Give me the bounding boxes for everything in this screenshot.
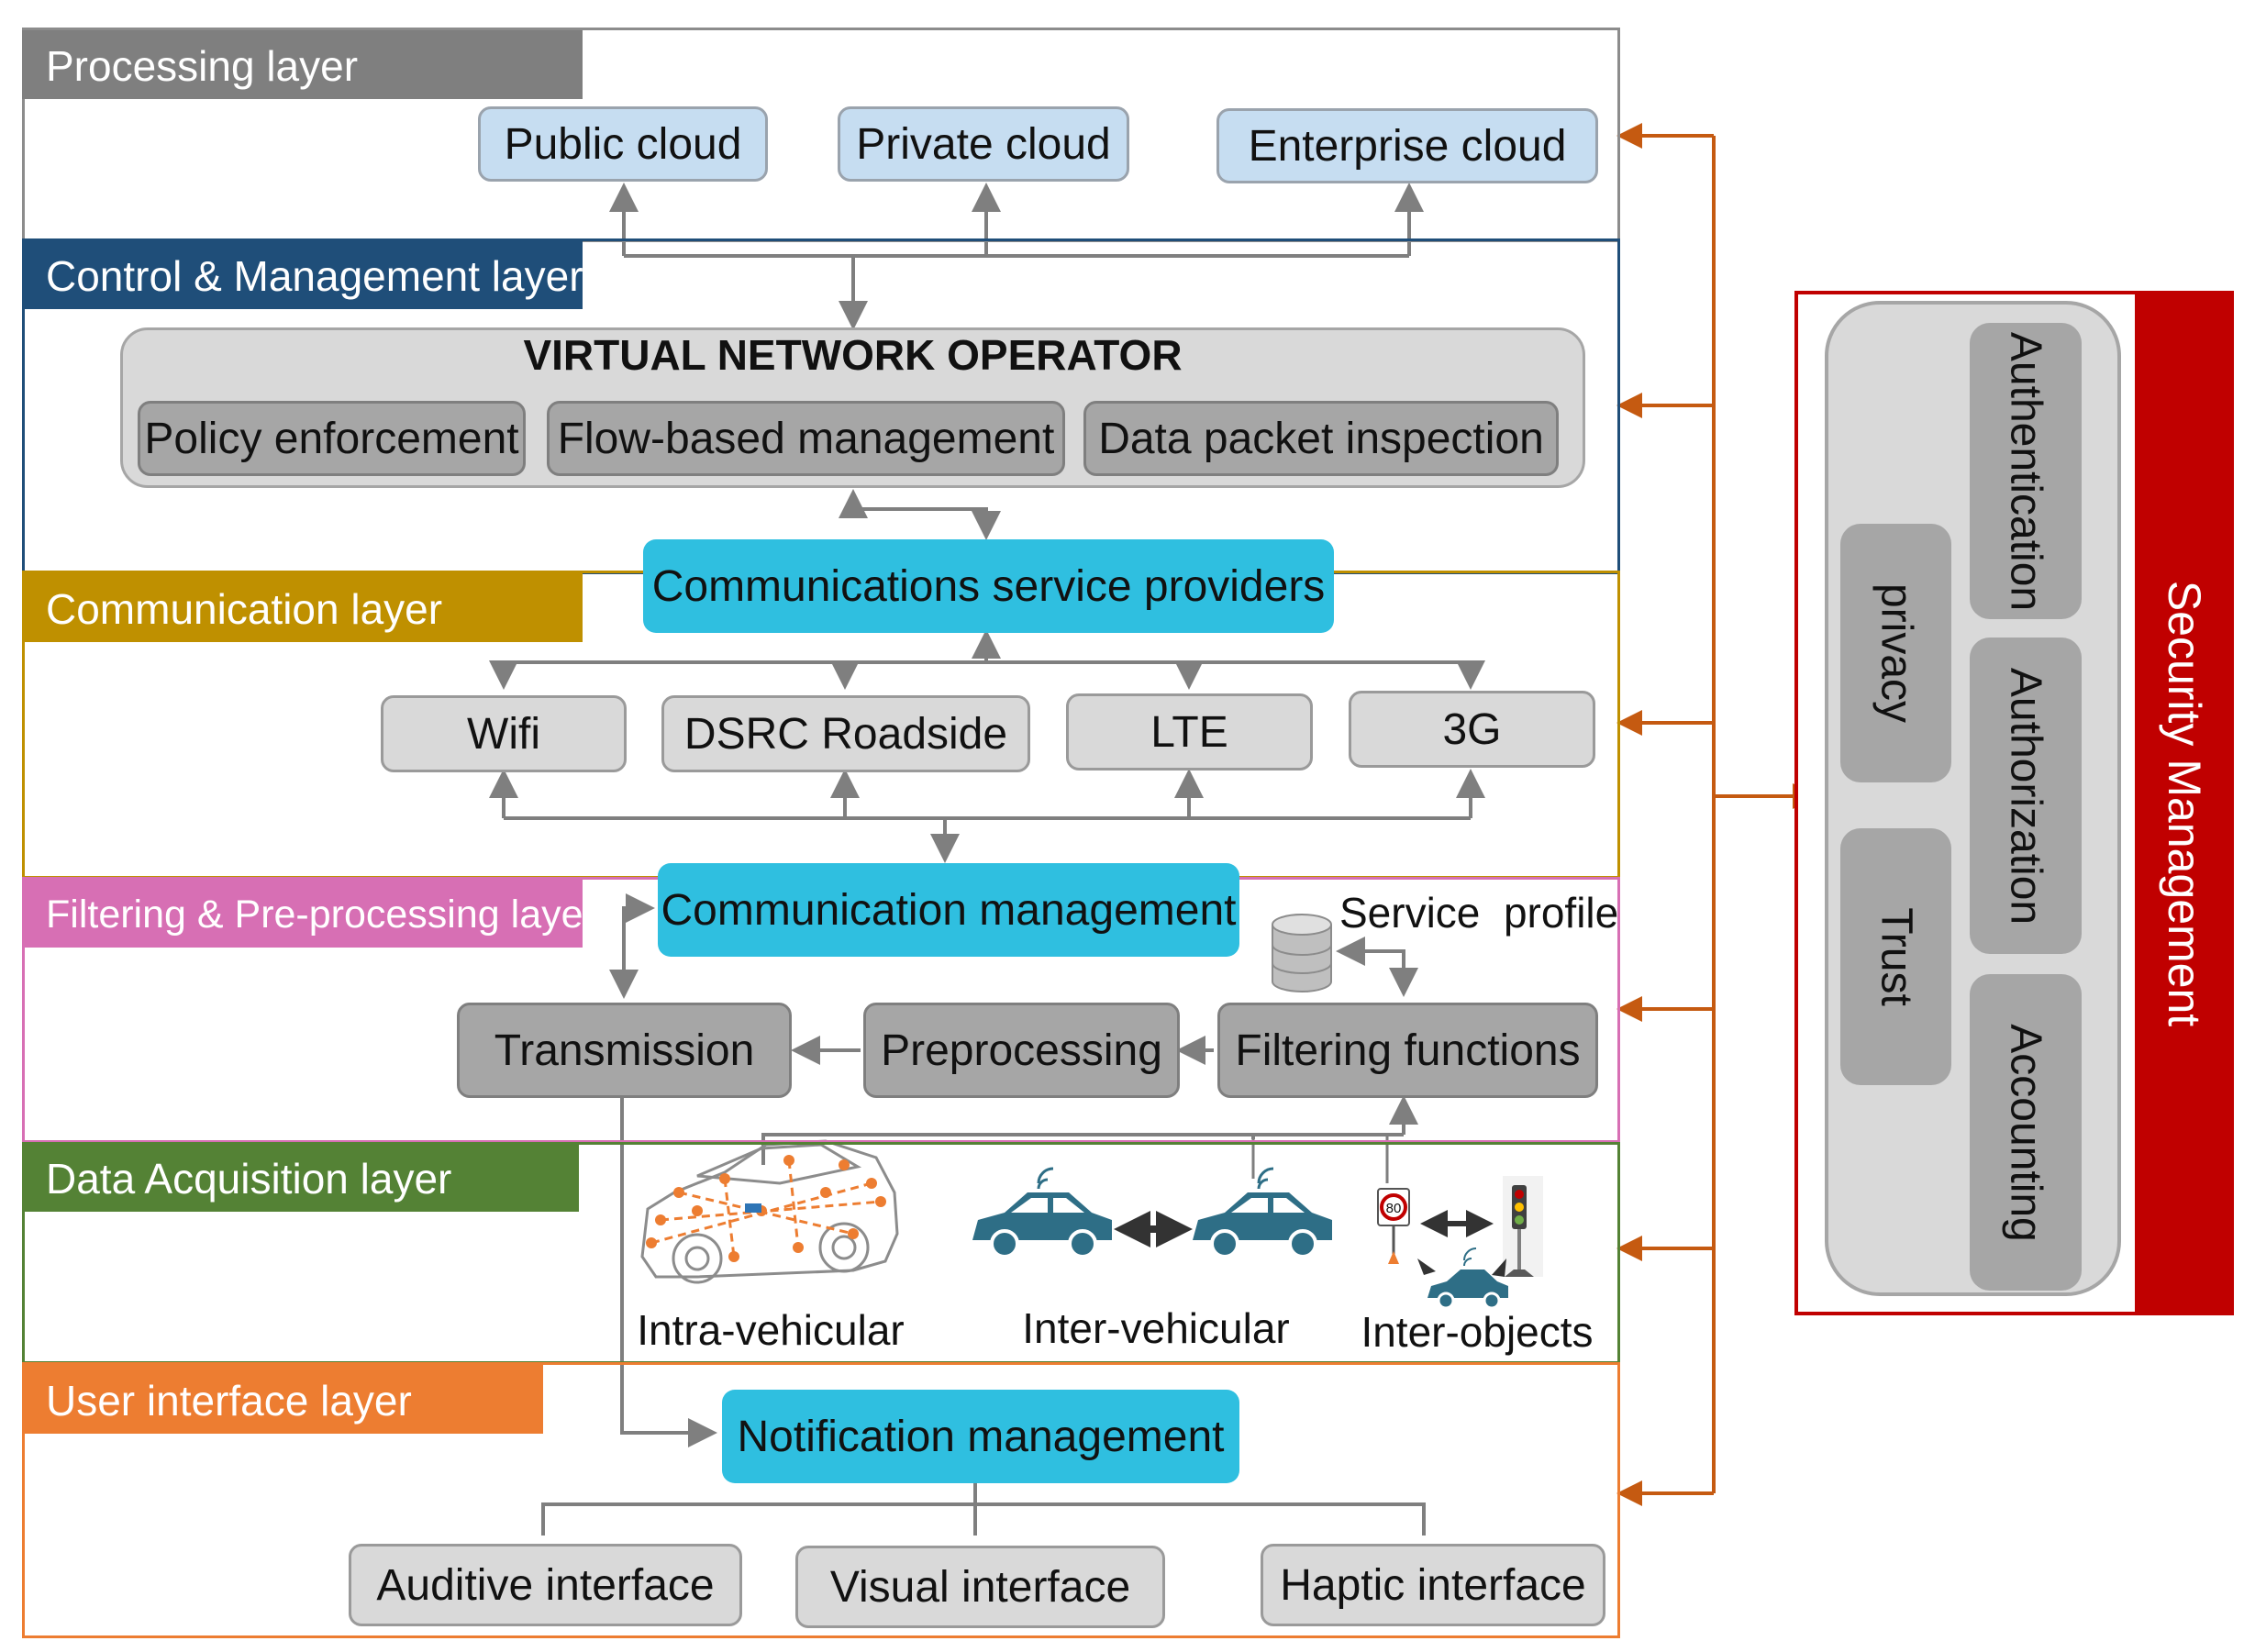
security-title-band: Security Management <box>2135 291 2234 1315</box>
accounting-label: Accounting <box>2001 1023 2050 1242</box>
database-icon <box>1272 914 1332 992</box>
communication-management-box: Communication management <box>658 863 1239 957</box>
visual-interface-box: Visual interface <box>795 1546 1165 1628</box>
private-cloud-box: Private cloud <box>838 106 1129 182</box>
privacy-label: privacy <box>1872 582 1920 724</box>
wifi-box: Wifi <box>381 695 627 772</box>
wired-car-icon <box>640 1139 899 1284</box>
privacy-box: privacy <box>1840 524 1951 782</box>
car-right-icon <box>1193 1192 1332 1258</box>
public-cloud-box: Public cloud <box>478 106 768 182</box>
car-left-icon <box>972 1192 1112 1258</box>
notification-management-box: Notification management <box>722 1390 1239 1483</box>
vno-title: VIRTUAL NETWORK OPERATOR <box>523 331 1183 379</box>
intra-vehicular-label: Intra-vehicular <box>637 1306 905 1354</box>
speed-sign-icon: 80 <box>1377 1188 1410 1264</box>
control-layer-tab: Control & Management layer <box>22 240 583 309</box>
processing-layer-tab: Processing layer <box>22 30 583 99</box>
vno-provider-connector <box>839 489 1001 540</box>
enterprise-cloud-box: Enterprise cloud <box>1216 108 1598 183</box>
authorization-box: Authorization <box>1970 638 2082 954</box>
filtering-connectors <box>609 893 1418 1447</box>
authentication-box: Authentication <box>1970 323 2082 619</box>
inter-vehicular-label: Inter-vehicular <box>1022 1304 1290 1352</box>
lte-box: LTE <box>1066 693 1313 771</box>
filtering-layer-tab: Filtering & Pre-processing layer <box>22 879 596 948</box>
service-profile-label: Service profile <box>1339 889 1619 937</box>
communication-layer-tab: Communication layer <box>22 573 583 642</box>
authentication-label: Authentication <box>2001 331 2050 611</box>
acquisition-layer-tab: Data Acquisition layer <box>22 1143 579 1212</box>
inter-objects-label: Inter-objects <box>1361 1308 1594 1356</box>
wireless-signal-icon <box>1037 1167 1274 1190</box>
provider-connectors <box>489 629 1485 690</box>
authorization-label: Authorization <box>2001 667 2050 925</box>
small-car-icon <box>1417 1247 1508 1310</box>
preprocessing-box: Preprocessing <box>863 1003 1180 1098</box>
security-bus <box>1616 123 1818 1506</box>
trust-box: Trust <box>1840 828 1951 1085</box>
ui-layer-frame <box>22 1362 1620 1638</box>
policy-enforcement-box: Policy enforcement <box>138 401 526 476</box>
flow-based-management-box: Flow-based management <box>547 401 1065 476</box>
speed-sign-label: 80 <box>1386 1201 1402 1216</box>
trust-label: Trust <box>1872 907 1920 1006</box>
haptic-interface-box: Haptic interface <box>1261 1544 1605 1626</box>
tech-connectors <box>489 769 1485 863</box>
transmission-box: Transmission <box>457 1003 792 1098</box>
filtering-functions-box: Filtering functions <box>1217 1003 1598 1098</box>
traffic-light-icon <box>1503 1176 1543 1277</box>
cloud-connectors <box>609 183 1424 330</box>
dsrc-roadside-box: DSRC Roadside <box>661 695 1030 772</box>
3g-box: 3G <box>1349 691 1595 768</box>
ui-layer-tab: User interface layer <box>22 1365 543 1434</box>
communications-service-providers-box: Communications service providers <box>643 539 1334 633</box>
accounting-box: Accounting <box>1970 974 2082 1291</box>
security-title: Security Management <box>2159 580 2210 1026</box>
auditive-interface-box: Auditive interface <box>349 1544 742 1626</box>
data-packet-inspection-box: Data packet inspection <box>1083 401 1559 476</box>
